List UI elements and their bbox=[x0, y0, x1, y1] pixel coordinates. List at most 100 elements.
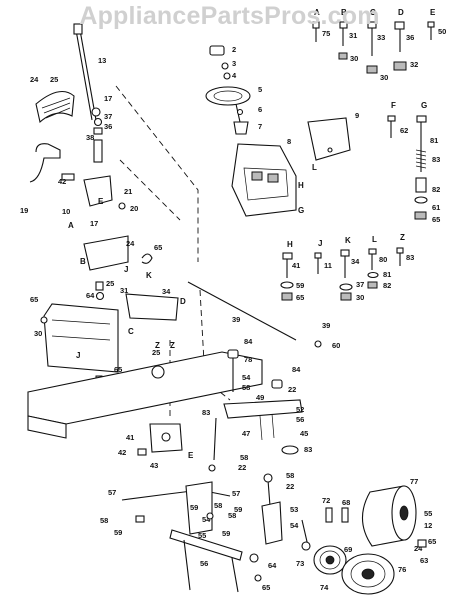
bolt-head-icon bbox=[416, 115, 427, 123]
pulley-hub bbox=[361, 568, 375, 580]
nut bbox=[254, 574, 262, 582]
callout: 58 bbox=[100, 516, 108, 525]
callout: 57 bbox=[108, 488, 116, 497]
hardware-key-row-1: A 75 B 31 30 C 33 30 D 36 32 E 50 bbox=[312, 8, 446, 82]
callout: 12 bbox=[424, 521, 432, 530]
bolt-head-icon bbox=[368, 248, 377, 255]
callout: 22 bbox=[286, 482, 294, 491]
nut-icon bbox=[367, 281, 378, 289]
callout: 39 bbox=[322, 321, 330, 330]
callout: 62 bbox=[400, 126, 408, 135]
callout: 13 bbox=[98, 56, 106, 65]
callout: 22 bbox=[238, 463, 246, 472]
callout: 50 bbox=[438, 27, 446, 36]
hardware-letter-f: F bbox=[391, 101, 396, 110]
callout: 58 bbox=[242, 383, 250, 392]
callout: 24 bbox=[30, 75, 39, 84]
frame-hole bbox=[151, 365, 165, 379]
callout: 31 bbox=[349, 31, 357, 40]
callout: 21 bbox=[124, 187, 132, 196]
pivot-bracket-group: 41 42 43 E bbox=[118, 423, 194, 470]
callout: 72 bbox=[322, 496, 330, 505]
pin bbox=[236, 108, 244, 116]
cover-plate bbox=[307, 117, 351, 161]
washer bbox=[93, 117, 103, 127]
callout: 55 bbox=[198, 531, 206, 540]
callout: 82 bbox=[432, 185, 440, 194]
steering-cap bbox=[209, 45, 225, 56]
mid-brackets: 24 B J 65 K 64 25 31 34 D C bbox=[80, 235, 186, 336]
plate-hole bbox=[327, 147, 333, 153]
view-letter-z: Z bbox=[170, 341, 175, 350]
callout: 75 bbox=[322, 29, 330, 38]
callout: 64 bbox=[268, 561, 277, 570]
callout: 37 bbox=[356, 280, 364, 289]
bolt-head-icon bbox=[314, 252, 322, 259]
nut bbox=[93, 127, 103, 135]
steering-wheel bbox=[205, 86, 251, 106]
bolt bbox=[341, 507, 349, 523]
callout: 6 bbox=[258, 105, 262, 114]
callout: 55 bbox=[424, 509, 432, 518]
callout: 7 bbox=[258, 122, 262, 131]
washer-icon bbox=[339, 283, 353, 291]
washer-icon bbox=[367, 271, 379, 279]
callout: 56 bbox=[200, 559, 208, 568]
hardware-letter-a: A bbox=[314, 8, 320, 17]
rod-end bbox=[61, 173, 75, 181]
view-letter-c: C bbox=[128, 327, 134, 336]
view-letter-a: A bbox=[68, 221, 74, 230]
callout: 24 bbox=[126, 239, 135, 248]
view-letter-b: B bbox=[80, 257, 86, 266]
hardware-letter-z: Z bbox=[400, 233, 405, 242]
frame-rail-side bbox=[27, 415, 67, 439]
nut bbox=[417, 539, 427, 548]
hardware-letter-k: K bbox=[345, 236, 351, 245]
view-letter-h: H bbox=[298, 181, 304, 190]
callout: 53 bbox=[290, 505, 298, 514]
gear-teeth bbox=[41, 97, 71, 119]
callout: 58 bbox=[286, 471, 294, 480]
callout: 65 bbox=[432, 215, 440, 224]
callout: 83 bbox=[202, 408, 210, 417]
callout: 59 bbox=[296, 281, 304, 290]
lift-bracket bbox=[223, 399, 303, 419]
pivot-hole bbox=[161, 432, 171, 442]
callout: 2 bbox=[232, 45, 236, 54]
pivot-plate bbox=[125, 293, 179, 321]
plate-ribs bbox=[51, 319, 111, 341]
callout: 25 bbox=[152, 348, 160, 357]
bar-leg bbox=[183, 539, 191, 591]
view-letter-l: L bbox=[312, 163, 317, 172]
callout: 59 bbox=[190, 503, 198, 512]
spacer-icon bbox=[415, 177, 427, 193]
fastener bbox=[314, 340, 322, 348]
callout: 39 bbox=[232, 315, 240, 324]
callout: 63 bbox=[420, 556, 428, 565]
bar-leg bbox=[231, 557, 239, 593]
bracket-legs bbox=[259, 413, 275, 441]
console-slot bbox=[251, 171, 263, 181]
nut bbox=[95, 281, 104, 291]
callout: 58 bbox=[240, 453, 248, 462]
bolt-head-icon bbox=[340, 249, 350, 257]
callout: 65 bbox=[30, 295, 38, 304]
support-bracket bbox=[83, 235, 129, 271]
callout: 84 bbox=[244, 337, 253, 346]
nut bbox=[221, 62, 229, 70]
pulley-groove bbox=[319, 550, 341, 570]
callout: 81 bbox=[430, 136, 438, 145]
callout: 77 bbox=[410, 477, 418, 486]
callout: 74 bbox=[320, 583, 329, 592]
callout: 22 bbox=[288, 385, 296, 394]
callout: 54 bbox=[290, 521, 299, 530]
callout: 59 bbox=[234, 505, 242, 514]
hardware-letter-g: G bbox=[421, 101, 427, 110]
callout: 41 bbox=[292, 261, 300, 270]
idler-arm bbox=[261, 501, 283, 545]
callout: 81 bbox=[383, 270, 391, 279]
hardware-key-row-3: H 41 59 65 J 11 K 34 37 30 L 80 81 bbox=[280, 233, 414, 302]
callout: 65 bbox=[154, 243, 162, 252]
callout: 42 bbox=[118, 448, 126, 457]
